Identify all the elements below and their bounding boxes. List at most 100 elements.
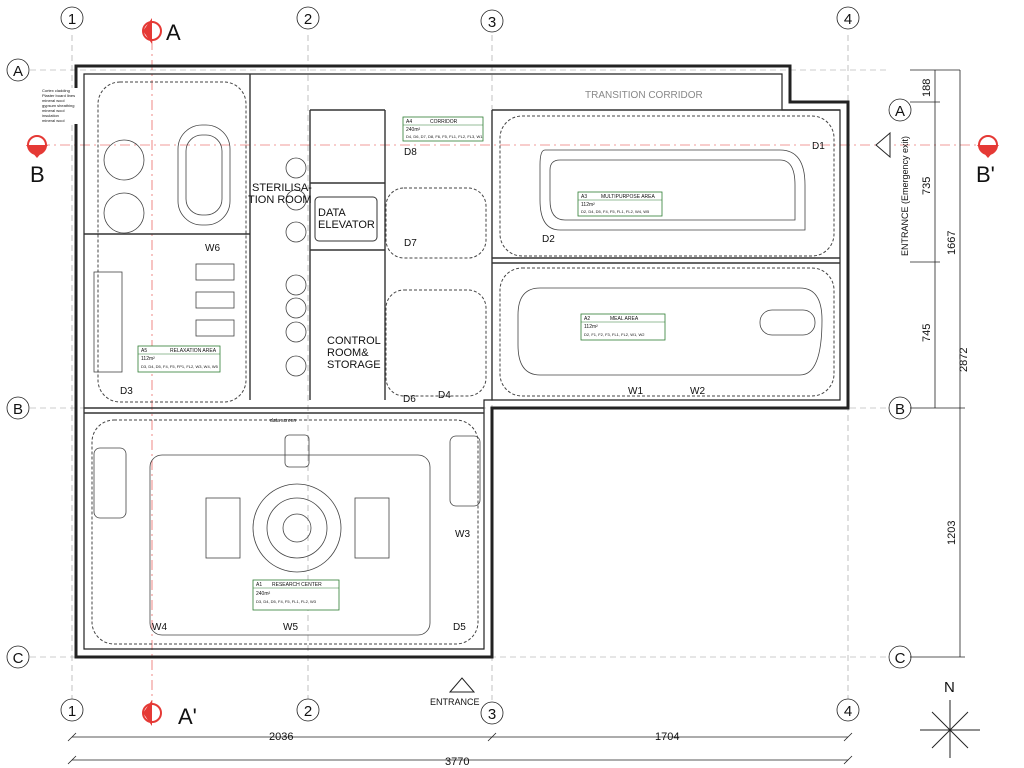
data-elevator-box [314, 196, 378, 242]
svg-text:W1: W1 [628, 386, 643, 397]
svg-text:D8: D8 [404, 147, 417, 158]
exterior-walls [74, 64, 850, 659]
section-marker-a: A [142, 18, 181, 45]
dimension-text-right: 188 735 745 1203 1667 2872 [921, 79, 970, 545]
grid-bubble-top-2: 2 [296, 6, 320, 30]
svg-text:ENTRANCE (Emergency exit): ENTRANCE (Emergency exit) [900, 136, 910, 256]
svg-text:W5: W5 [283, 622, 298, 633]
svg-text:B: B [13, 401, 23, 418]
meal-area-track [517, 287, 823, 376]
svg-text:CONTROL: CONTROL [327, 335, 381, 347]
svg-text:3: 3 [488, 706, 496, 723]
svg-text:ELEVATOR: ELEVATOR [318, 219, 375, 231]
svg-text:D2, D4, D5, F4, F5, FL1, FL2,: D2, D4, D5, F4, F5, FL1, FL2, W4, W5 [581, 209, 650, 214]
svg-text:1203: 1203 [946, 521, 958, 545]
svg-text:mineral wool: mineral wool [42, 118, 65, 123]
research-center-furniture [93, 434, 481, 636]
svg-text:W6: W6 [205, 243, 220, 254]
svg-text:240m²: 240m² [406, 127, 421, 133]
grid-bubble-top-4: 4 [836, 6, 860, 30]
svg-text:DATA: DATA [318, 207, 346, 219]
grid-bubble-right-c: C [888, 645, 912, 669]
section-marker-b: B [26, 135, 48, 187]
multipurpose-track [539, 149, 806, 231]
grid-bubble-right-a: A [888, 98, 912, 122]
north-arrow-icon: N [920, 679, 980, 758]
svg-text:2: 2 [304, 11, 312, 28]
svg-text:2872: 2872 [958, 348, 970, 372]
svg-text:1704: 1704 [655, 731, 679, 743]
svg-text:ENTRANCE: ENTRANCE [430, 697, 480, 707]
svg-text:data screen: data screen [270, 418, 296, 424]
svg-text:Cortex cladding: Cortex cladding [42, 88, 70, 93]
svg-text:MEAL AREA: MEAL AREA [610, 316, 639, 322]
relaxation-furniture [93, 124, 235, 373]
svg-text:MULTIPURPOSE AREA: MULTIPURPOSE AREA [601, 194, 655, 200]
svg-text:W4: W4 [152, 622, 167, 633]
grid-bubble-right-b: B [888, 396, 912, 420]
svg-text:2036: 2036 [269, 731, 293, 743]
svg-text:Plaster board lines: Plaster board lines [42, 93, 75, 98]
svg-text:3770: 3770 [445, 756, 469, 768]
svg-text:C: C [895, 650, 906, 667]
svg-text:gypsum sheathing: gypsum sheathing [42, 103, 74, 108]
svg-text:CORRIDOR: CORRIDOR [430, 119, 458, 125]
svg-text:A4: A4 [406, 119, 412, 125]
svg-text:D2, F1, F2, F3, FL1, FL2, W1,: D2, F1, F2, F3, FL1, FL2, W1, W2 [584, 332, 645, 337]
room-labels: STERILISA- TION ROOM DATA ELEVATOR CONTR… [248, 90, 703, 424]
svg-text:A5: A5 [141, 348, 147, 354]
svg-text:188: 188 [921, 79, 933, 97]
svg-text:D1: D1 [812, 141, 825, 152]
svg-text:A3: A3 [581, 194, 587, 200]
room-tag-a4: A4 CORRIDOR 240m² D4, D6, D7, D8, F6, F5… [402, 116, 484, 142]
svg-text:D6: D6 [403, 394, 416, 405]
grid-bubble-bottom-2: 2 [296, 698, 320, 722]
dimension-lines-bottom [67, 732, 853, 765]
svg-text:mineral wool: mineral wool [42, 98, 65, 103]
room-tag-a5: A5 RELAXATION AREA 112m² D3, D4, D5, F4,… [137, 345, 221, 373]
svg-text:B: B [30, 162, 45, 187]
grid-bubble-left-b: B [6, 396, 30, 420]
svg-text:4: 4 [844, 11, 852, 28]
svg-text:A: A [895, 103, 905, 120]
grid-bubble-bottom-3: 3 [480, 701, 504, 725]
svg-text:4: 4 [844, 703, 852, 720]
grid-lines [30, 35, 980, 712]
grid-bubble-left-c: C [6, 645, 30, 669]
svg-text:insulation: insulation [42, 113, 59, 118]
svg-text:3: 3 [488, 14, 496, 31]
svg-text:mineral wool: mineral wool [42, 108, 65, 113]
svg-text:735: 735 [921, 177, 933, 195]
svg-text:D2: D2 [542, 234, 555, 245]
grid-bubble-top-1: 1 [60, 6, 84, 30]
svg-text:1667: 1667 [946, 231, 958, 255]
svg-text:TRANSITION CORRIDOR: TRANSITION CORRIDOR [585, 90, 703, 101]
grid-bubble-top-3: 3 [480, 9, 504, 33]
svg-text:240m²: 240m² [256, 591, 271, 597]
svg-text:TION ROOM: TION ROOM [248, 194, 312, 206]
dimension-text-bottom: 2036 1704 3770 [269, 731, 679, 768]
svg-text:A: A [13, 63, 23, 80]
svg-text:112m²: 112m² [581, 202, 595, 208]
svg-text:D3: D3 [120, 386, 133, 397]
svg-text:ROOM&: ROOM& [327, 347, 369, 359]
svg-text:W3: W3 [455, 529, 470, 540]
svg-text:RESEARCH CENTER: RESEARCH CENTER [272, 582, 322, 588]
svg-text:C: C [13, 650, 24, 667]
svg-text:STERILISA-: STERILISA- [252, 182, 312, 194]
emergency-entrance-marker: ENTRANCE (Emergency exit) [875, 131, 910, 256]
room-tag-a2: A2 MEAL AREA 112m² D2, F1, F2, F3, FL1, … [580, 313, 666, 341]
svg-text:D3, D4, D5, F4, F5, FP1, FL2,: D3, D4, D5, F4, F5, FP1, FL2, W3, W4, W5 [141, 364, 219, 369]
svg-text:A: A [166, 20, 181, 45]
room-tag-a1: A1 RESEARCH CENTER 240m² D3, D4, D5, F4,… [252, 579, 340, 611]
svg-text:112m²: 112m² [141, 356, 155, 362]
entrance-marker: ENTRANCE [430, 677, 480, 707]
window-labels: W1 W2 W3 W4 W5 W6 [152, 243, 705, 633]
section-marker-a-prime: A' [142, 700, 197, 729]
svg-text:B: B [895, 401, 905, 418]
grid-bubble-bottom-1: 1 [60, 698, 84, 722]
grid-bubble-left-a: A [6, 58, 30, 82]
svg-text:D3, D4, D5, F4, F5, FL1, FL2,: D3, D4, D5, F4, F5, FL1, FL2, W3 [256, 599, 317, 604]
interior-walls [84, 74, 840, 414]
svg-text:D4: D4 [438, 390, 451, 401]
